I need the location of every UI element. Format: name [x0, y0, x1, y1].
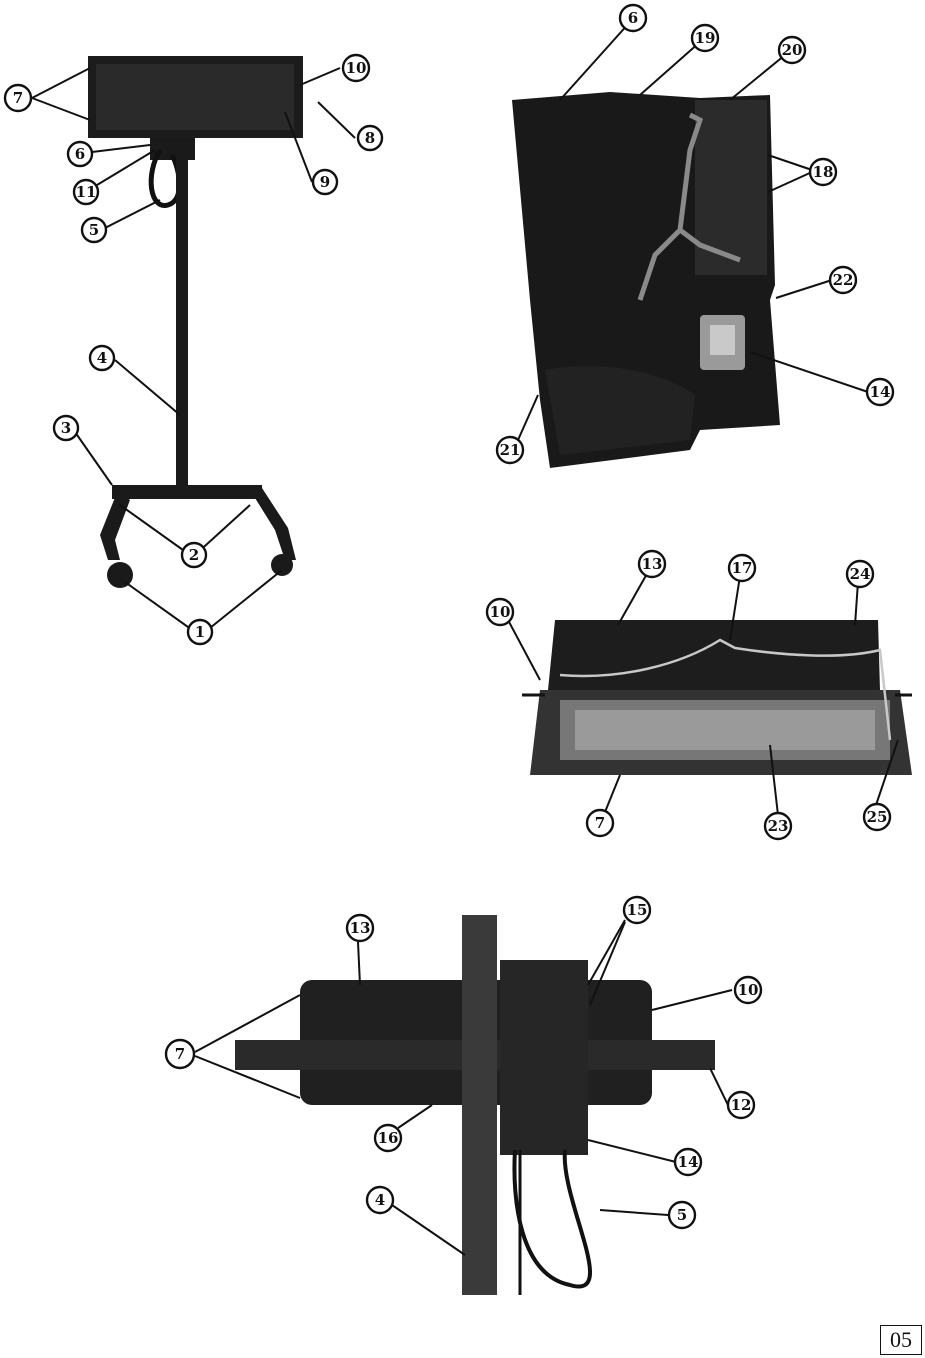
page-number: 05 — [880, 1325, 922, 1355]
callout-label: 21 — [500, 441, 521, 459]
callout-label: 8 — [365, 129, 375, 147]
callout-label: 7 — [175, 1045, 185, 1063]
callout-label: 4 — [375, 1191, 385, 1209]
callout-22: 22 — [828, 265, 858, 295]
callout-13: 13 — [637, 549, 667, 579]
callout-8: 8 — [356, 124, 384, 152]
callout-14: 14 — [673, 1147, 703, 1177]
figure-lamp-housing-underside: 10 13 17 24 7 23 25 — [485, 549, 912, 841]
figure-housing-mount-closeup: 13 15 10 7 12 16 14 4 5 — [164, 895, 763, 1295]
callout-label: 2 — [189, 546, 199, 564]
power-cable — [512, 1149, 592, 1289]
callout-label: 5 — [677, 1206, 687, 1224]
callout-label: 24 — [850, 565, 871, 583]
callout-5: 5 — [667, 1200, 697, 1230]
caster-left — [107, 562, 133, 588]
reflector-interior — [545, 366, 695, 455]
callout-label: 25 — [867, 808, 888, 826]
internal-wiring — [637, 112, 741, 301]
callout-7: 7 — [585, 808, 615, 838]
callout-5: 5 — [80, 216, 108, 244]
callout-21: 21 — [495, 435, 525, 465]
callout-19: 19 — [690, 23, 720, 53]
callout-18: 18 — [808, 157, 838, 187]
callout-14: 14 — [865, 377, 895, 407]
stand-base-bar — [112, 485, 262, 499]
callout-label: 3 — [61, 419, 71, 437]
callout-12: 12 — [726, 1090, 756, 1120]
callout-label: 4 — [97, 349, 107, 367]
callout-label: 10 — [490, 603, 511, 621]
callout-label: 9 — [320, 173, 330, 191]
pole-segment — [462, 915, 497, 1295]
callout-label: 18 — [813, 163, 834, 181]
figure-lamp-housing-open: 6 19 20 18 22 14 21 — [495, 3, 895, 468]
callout-6: 6 — [66, 140, 94, 168]
callout-7: 7 — [3, 83, 33, 113]
callout-4: 4 — [365, 1185, 395, 1215]
callout-9: 9 — [311, 168, 339, 196]
callout-2: 2 — [180, 541, 208, 569]
callout-label: 20 — [782, 41, 803, 59]
callout-15: 15 — [622, 895, 652, 925]
callout-label: 12 — [731, 1096, 752, 1114]
callout-label: 13 — [642, 555, 663, 573]
callout-label: 5 — [89, 221, 99, 239]
cable-run — [559, 638, 892, 741]
callout-24: 24 — [845, 559, 875, 589]
callout-3: 3 — [52, 414, 80, 442]
callout-20: 20 — [777, 35, 807, 65]
callout-label: 7 — [13, 89, 23, 107]
callout-label: 6 — [75, 145, 85, 163]
callout-label: 23 — [768, 817, 789, 835]
callout-label: 10 — [346, 59, 367, 77]
stand-pole — [176, 145, 188, 490]
callout-label: 15 — [627, 901, 648, 919]
callout-label: 14 — [870, 383, 891, 401]
callout-label: 16 — [378, 1129, 399, 1147]
callout-25: 25 — [862, 802, 892, 832]
callout-13: 13 — [345, 913, 375, 943]
callout-17: 17 — [727, 553, 757, 583]
stand-leg-right — [250, 488, 296, 560]
callout-11: 11 — [72, 178, 100, 206]
mount-bracket — [500, 960, 588, 1155]
callout-10: 10 — [485, 597, 515, 627]
figure-stand-assembly: 7 6 11 5 10 8 9 4 3 2 1 — [3, 53, 384, 646]
callout-label: 13 — [350, 919, 371, 937]
callout-16: 16 — [373, 1123, 403, 1153]
callout-label: 1 — [195, 623, 205, 641]
callout-label: 7 — [595, 814, 605, 832]
callout-6: 6 — [618, 3, 648, 33]
callout-7: 7 — [164, 1038, 196, 1070]
callout-label: 10 — [738, 981, 759, 999]
callout-label: 6 — [628, 9, 638, 27]
callout-10: 10 — [341, 53, 371, 83]
callout-23: 23 — [763, 811, 793, 841]
callout-10: 10 — [733, 975, 763, 1005]
callout-4: 4 — [88, 344, 116, 372]
callout-label: 17 — [732, 559, 753, 577]
callout-label: 22 — [833, 271, 854, 289]
stand-leg-left — [100, 490, 130, 560]
callout-label: 11 — [76, 183, 97, 201]
callout-1: 1 — [186, 618, 214, 646]
callout-label: 14 — [678, 1153, 699, 1171]
caster-right — [271, 554, 293, 576]
callout-label: 19 — [695, 29, 716, 47]
